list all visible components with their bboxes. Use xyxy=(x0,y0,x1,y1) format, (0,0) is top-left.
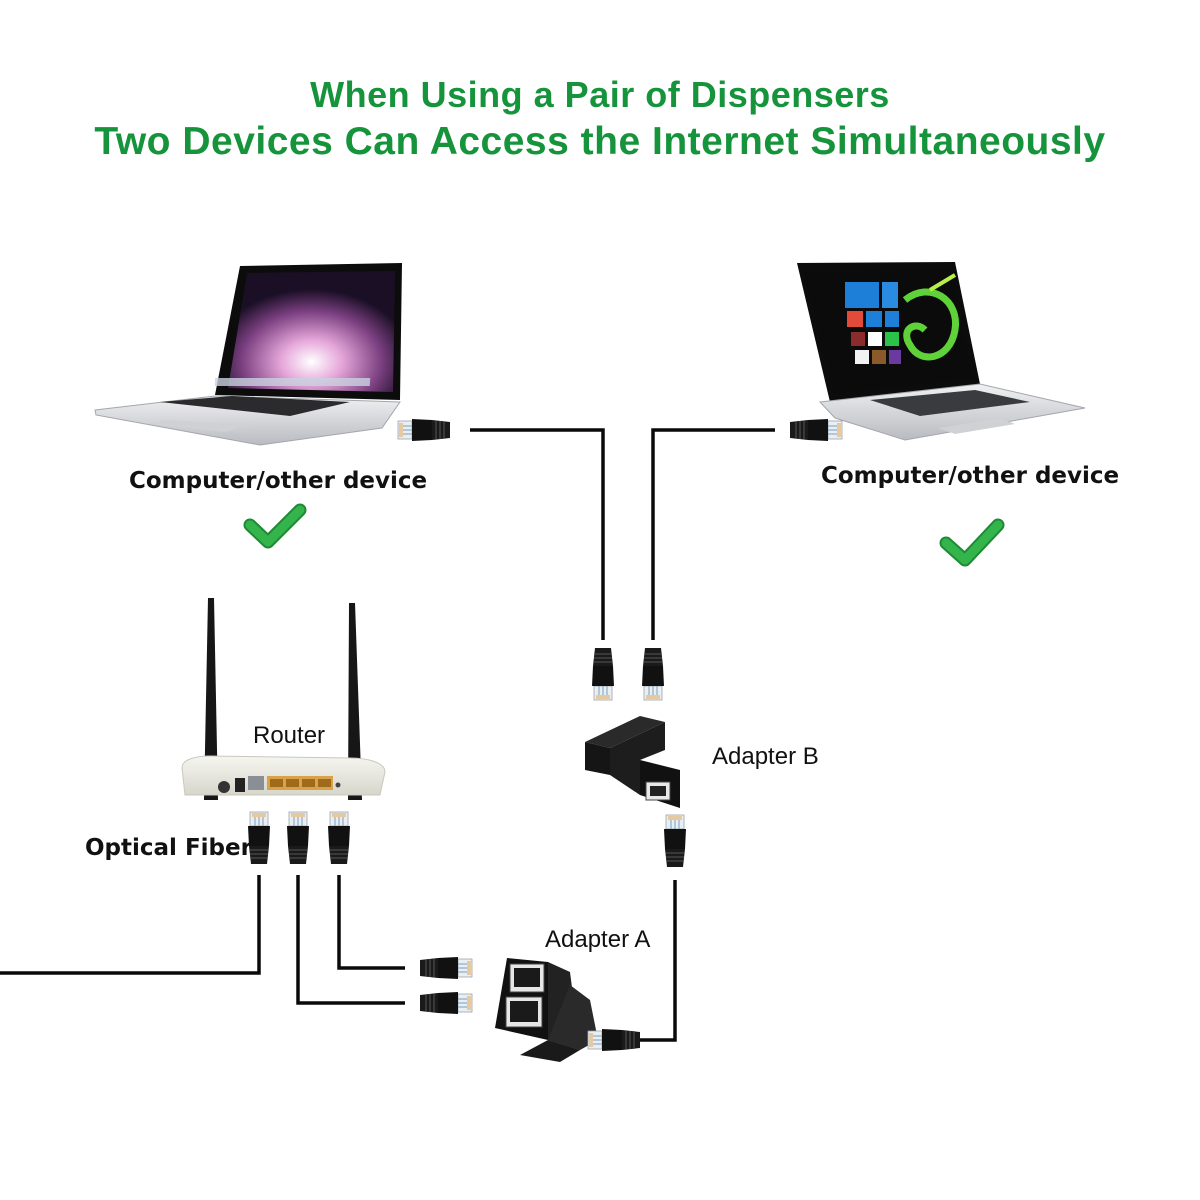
adapter-a xyxy=(495,958,598,1062)
cable-router-lan1-to-adapter-a xyxy=(296,875,405,1005)
acer-laptop xyxy=(797,262,1086,441)
rj45-plug-adapter-a-lower xyxy=(419,991,473,1015)
cables xyxy=(0,428,775,1042)
title-line-1: When Using a Pair of Dispensers xyxy=(310,74,890,115)
cable-acer-to-adapter-b xyxy=(651,428,775,640)
rj45-plug-adapter-a-upper xyxy=(419,956,473,980)
rj45-plug-router-lan1 xyxy=(286,811,310,865)
adapter-b xyxy=(585,716,680,808)
rj45-plug-adapter-a-input xyxy=(587,1028,641,1052)
rj45-plug-macbook xyxy=(397,418,451,442)
title-line-2: Two Devices Can Access the Internet Simu… xyxy=(94,120,1106,163)
device-label-acer: Computer/other device xyxy=(821,463,1120,489)
optical-fiber-label: Optical Fiber xyxy=(85,835,252,861)
macbook-laptop xyxy=(94,263,402,446)
router xyxy=(181,598,386,800)
adapter-a-label: Adapter A xyxy=(545,926,651,953)
adapter-b-label: Adapter B xyxy=(712,743,819,770)
cable-adapter-b-to-adapter-a xyxy=(640,880,677,1042)
rj45-plug-acer xyxy=(789,418,843,442)
cable-optical-fiber xyxy=(0,875,261,975)
rj45-plug-adapter-b-output xyxy=(663,814,687,868)
cable-macbook-to-adapter-b xyxy=(470,428,605,640)
device-label-macbook: Computer/other device xyxy=(129,468,428,494)
rj45-plug-adapter-b-left xyxy=(591,647,615,701)
router-label: Router xyxy=(253,722,326,749)
rj45-plug-adapter-b-right xyxy=(641,647,665,701)
cable-router-lan2-to-adapter-a xyxy=(337,875,405,970)
rj45-plug-router-lan2 xyxy=(327,811,351,865)
